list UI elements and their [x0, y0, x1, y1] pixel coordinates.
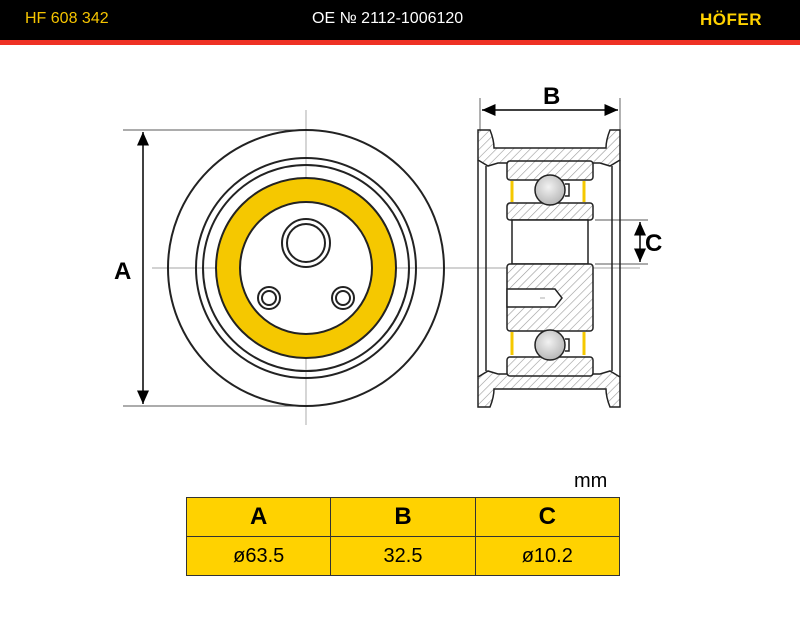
header-stripe [0, 40, 800, 45]
header-b: B [330, 497, 476, 537]
header-a: A [185, 497, 332, 537]
value-b: 32.5 [330, 536, 476, 576]
part-number: HF 608 342 [25, 10, 109, 27]
brand-logo: HÖFER [700, 10, 762, 29]
header-c: C [474, 497, 621, 537]
dimension-b-label: B [543, 83, 560, 110]
dimension-c-label: C [645, 230, 662, 257]
header-bar: HF 608 342 OE № 2112-1006120 HÖFER [0, 0, 800, 40]
unit-label: mm [574, 470, 608, 492]
oe-number: OE № 2112-1006120 [312, 10, 464, 27]
table-row: ø63.5 32.5 ø10.2 [185, 536, 621, 576]
value-c: ø10.2 [474, 536, 621, 576]
value-a: ø63.5 [185, 536, 332, 576]
table-header-row: A B C [185, 497, 621, 537]
seal-lines [510, 181, 586, 355]
side-section-view [477, 98, 621, 408]
dimension-a-label: A [114, 258, 131, 285]
dimensions-table: A B C ø63.5 32.5 ø10.2 [185, 497, 621, 576]
